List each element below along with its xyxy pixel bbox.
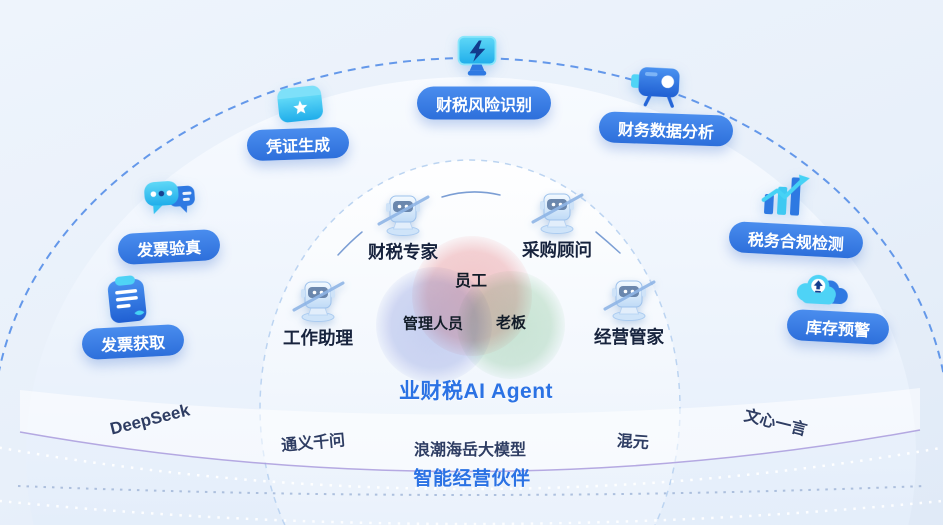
agent-label: 财税专家 bbox=[368, 242, 438, 262]
model-band bbox=[20, 388, 920, 472]
clipboard-icon bbox=[103, 273, 152, 327]
robot-agent-icon bbox=[290, 274, 346, 322]
chat-bubbles-icon bbox=[141, 177, 198, 227]
pill-label: 发票验真 bbox=[136, 239, 202, 260]
pill-label: 库存预警 bbox=[805, 319, 871, 340]
pill-label: 财务数据分析 bbox=[617, 121, 715, 142]
role-label-boss: 老板 bbox=[495, 314, 527, 332]
agent-label: 工作助理 bbox=[283, 328, 353, 348]
agent-label: 采购顾问 bbox=[522, 240, 592, 260]
model-hunyuan: 混元 bbox=[616, 432, 650, 453]
agent-connector-right bbox=[595, 231, 621, 254]
capability-pill-invoice-verification: 发票验真 bbox=[117, 228, 221, 266]
robot-agent-icon bbox=[601, 273, 657, 321]
role-label-employee: 员工 bbox=[454, 273, 488, 290]
agent-work-assistant: 工作助理 bbox=[283, 274, 353, 350]
capability-pill-voucher-generation: 凭证生成 bbox=[246, 126, 350, 162]
headline-smart-partner: 智能经营伙伴 bbox=[413, 468, 531, 490]
pill-label: 凭证生成 bbox=[265, 136, 331, 157]
role-label-manager: 管理人员 bbox=[402, 315, 464, 333]
agent-procurement-advisor: 采购顾问 bbox=[522, 186, 592, 262]
model-inspur-haiyue: 浪潮海岳大模型 bbox=[413, 442, 527, 459]
pill-label: 发票获取 bbox=[100, 334, 166, 355]
pill-label: 税务合规检测 bbox=[747, 231, 845, 254]
capability-pill-financial-data-analysis: 财务数据分析 bbox=[598, 111, 734, 147]
projector-icon bbox=[627, 59, 686, 112]
agent-label: 经营管家 bbox=[594, 327, 664, 347]
agent-finance-tax-expert: 财税专家 bbox=[368, 188, 438, 264]
agent-business-steward: 经营管家 bbox=[594, 273, 664, 349]
cloud-alert-icon bbox=[791, 269, 851, 314]
agent-connector-left bbox=[337, 231, 363, 256]
pill-label: 财税风险识别 bbox=[435, 97, 533, 114]
folder-star-icon bbox=[273, 79, 327, 128]
bar-chart-icon bbox=[760, 168, 813, 221]
dashed-orbit bbox=[0, 57, 943, 377]
venn-circle-boss bbox=[457, 271, 565, 379]
capability-pill-tax-risk-identification: 财税风险识别 bbox=[416, 86, 552, 120]
monitor-lightning-icon bbox=[452, 34, 502, 82]
agent-connector-top bbox=[441, 191, 501, 198]
dotted-line-partner bbox=[17, 485, 925, 496]
robot-agent-icon bbox=[529, 186, 585, 234]
capability-pill-inventory-alert: 库存预警 bbox=[786, 308, 890, 346]
capability-pill-invoice-acquisition: 发票获取 bbox=[81, 323, 185, 361]
headline-ai-agent: 业财税AI Agent bbox=[398, 380, 554, 403]
robot-agent-icon bbox=[375, 188, 431, 236]
model-band-edge bbox=[19, 429, 921, 473]
